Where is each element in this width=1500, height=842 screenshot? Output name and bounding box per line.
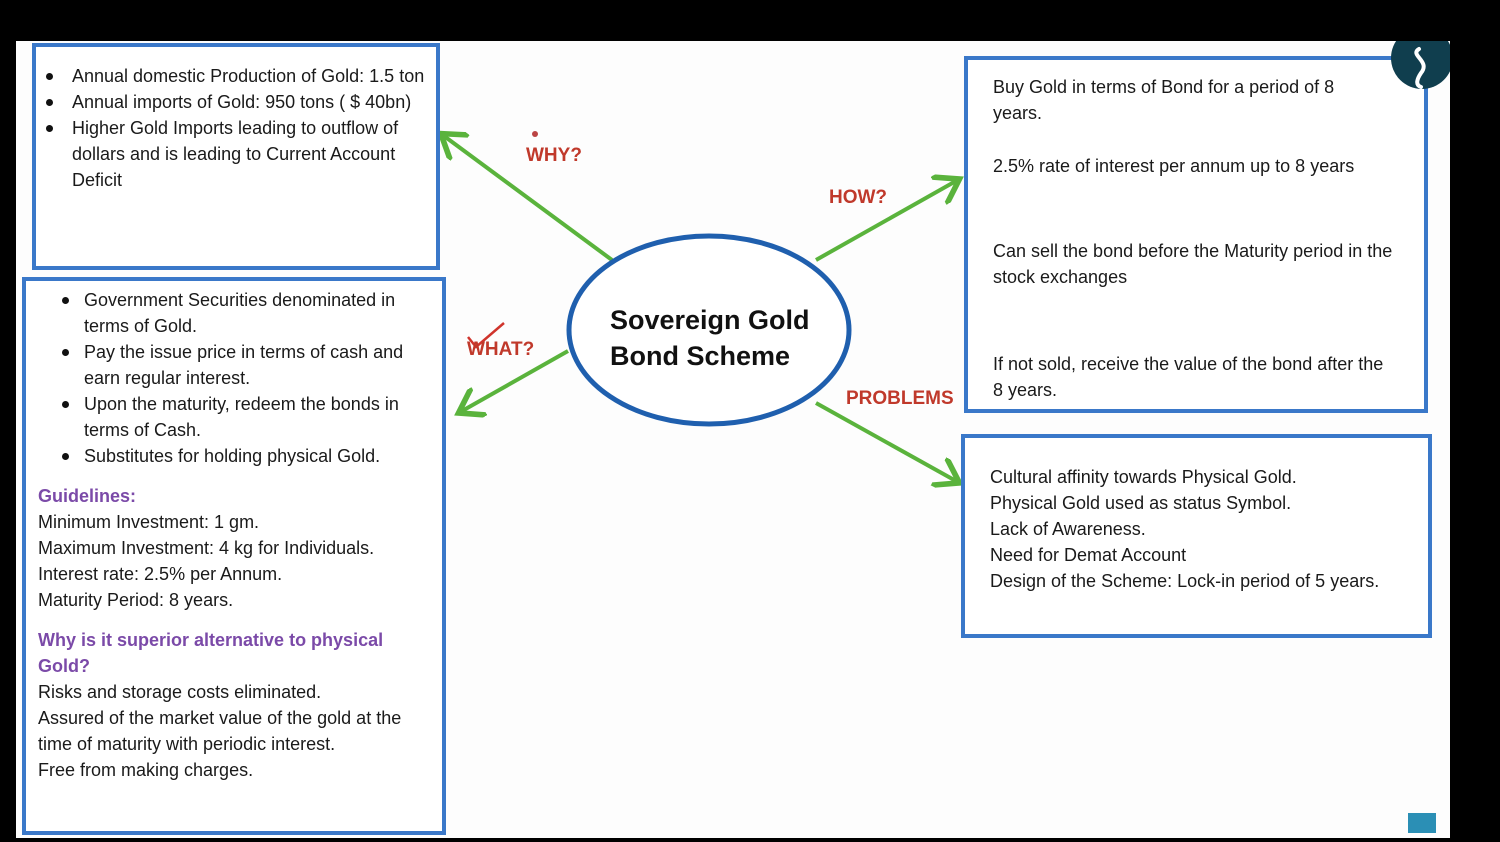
how-box: Buy Gold in terms of Bond for a period o… — [964, 56, 1428, 413]
how-step: Can sell the bond before the Maturity pe… — [993, 241, 1393, 287]
problem-line: Need for Demat Account — [990, 545, 1187, 565]
problem-line: Design of the Scheme: Lock-in period of … — [990, 571, 1380, 591]
how-arrow — [815, 181, 956, 262]
problems-arrow — [815, 401, 956, 481]
superior-line: Risks and storage costs eliminated. — [38, 682, 322, 702]
superior-line: Assured of the market value of the gold … — [38, 708, 402, 754]
guideline-line: Minimum Investment: 1 gm. — [38, 512, 260, 532]
how-step: If not sold, receive the value of the bo… — [993, 354, 1384, 400]
problem-line: Physical Gold used as status Symbol. — [990, 493, 1292, 513]
checkmark-annotation — [467, 322, 505, 349]
watermark-icon — [1408, 813, 1436, 833]
how-step: 2.5% rate of interest per annum up to 8 … — [993, 156, 1355, 176]
label-what: WHAT? — [467, 339, 535, 360]
why-item: Higher Gold Imports leading to outflow o… — [42, 115, 428, 193]
superior-heading: Why is it superior alternative to physic… — [38, 630, 384, 676]
center-ellipse — [566, 233, 852, 427]
label-problems: PROBLEMS — [846, 388, 954, 409]
problem-line: Lack of Awareness. — [990, 519, 1146, 539]
guideline-line: Interest rate: 2.5% per Annum. — [38, 564, 283, 584]
why-arrow — [444, 136, 614, 262]
dot-annotation — [532, 131, 538, 137]
logo-icon — [1391, 41, 1450, 89]
why-item: Annual imports of Gold: 950 tons ( $ 40b… — [42, 89, 428, 115]
label-why: WHY? — [526, 145, 582, 166]
what-item: Substitutes for holding physical Gold. — [38, 443, 438, 469]
what-box: Government Securities denominated in ter… — [22, 277, 446, 835]
guidelines-heading: Guidelines: — [38, 486, 137, 506]
problems-box: Cultural affinity towards Physical Gold.… — [961, 434, 1432, 638]
label-how: HOW? — [829, 187, 888, 208]
what-arrow — [462, 349, 569, 411]
slide: Annual domestic Production of Gold: 1.5 … — [16, 41, 1450, 838]
what-item: Government Securities denominated in ter… — [38, 287, 438, 339]
guideline-line: Maturity Period: 8 years. — [38, 590, 234, 610]
problem-line: Cultural affinity towards Physical Gold. — [990, 467, 1297, 487]
how-step: Buy Gold in terms of Bond for a period o… — [993, 77, 1335, 123]
guideline-line: Maximum Investment: 4 kg for Individuals… — [38, 538, 375, 558]
what-list: Government Securities denominated in ter… — [38, 287, 438, 469]
what-item: Upon the maturity, redeem the bonds in t… — [38, 391, 438, 443]
center-title-line1: Sovereign Gold — [610, 305, 810, 335]
why-box: Annual domestic Production of Gold: 1.5 … — [32, 43, 440, 270]
center-title-line2: Bond Scheme — [610, 341, 791, 371]
why-item: Annual domestic Production of Gold: 1.5 … — [42, 63, 428, 89]
superior-line: Free from making charges. — [38, 760, 254, 780]
what-item: Pay the issue price in terms of cash and… — [38, 339, 438, 391]
why-list: Annual domestic Production of Gold: 1.5 … — [42, 63, 428, 193]
center-title: Sovereign Gold Bond Scheme — [610, 302, 810, 374]
